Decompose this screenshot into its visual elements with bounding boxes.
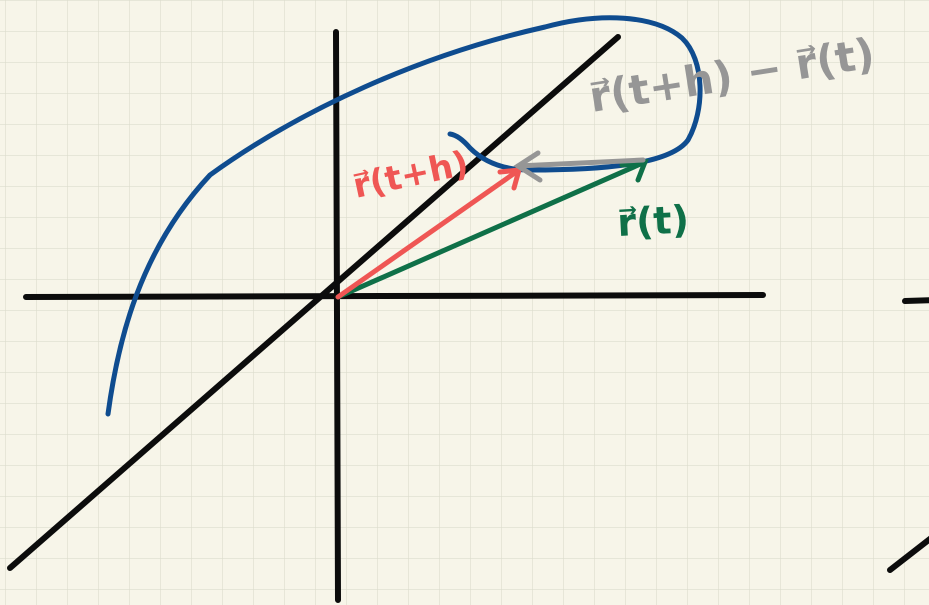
neighbor-axis-diagonal bbox=[887, 535, 929, 573]
difference-vector-arrowhead bbox=[513, 150, 543, 183]
difference-vector bbox=[513, 150, 646, 183]
vector-r-t-plus-h bbox=[335, 167, 523, 300]
vector-r-t-plus-h-shaft bbox=[335, 167, 522, 300]
x-axis bbox=[23, 292, 766, 300]
neighbor-axis-horizontal bbox=[902, 297, 929, 304]
y-axis bbox=[333, 29, 341, 603]
axes bbox=[7, 29, 766, 603]
difference-vector-shaft bbox=[515, 157, 646, 169]
vector-r-t-arrowhead bbox=[619, 158, 649, 183]
space-curve bbox=[105, 15, 703, 417]
vector-r-t-plus-h-arrowhead bbox=[497, 167, 523, 191]
z-axis bbox=[7, 34, 621, 571]
neighbor-figure-fragment bbox=[887, 297, 929, 573]
vector-r-t bbox=[335, 158, 649, 300]
vector-r-t-shaft bbox=[335, 159, 648, 300]
label-r-t: r⃗(t) bbox=[616, 197, 690, 245]
